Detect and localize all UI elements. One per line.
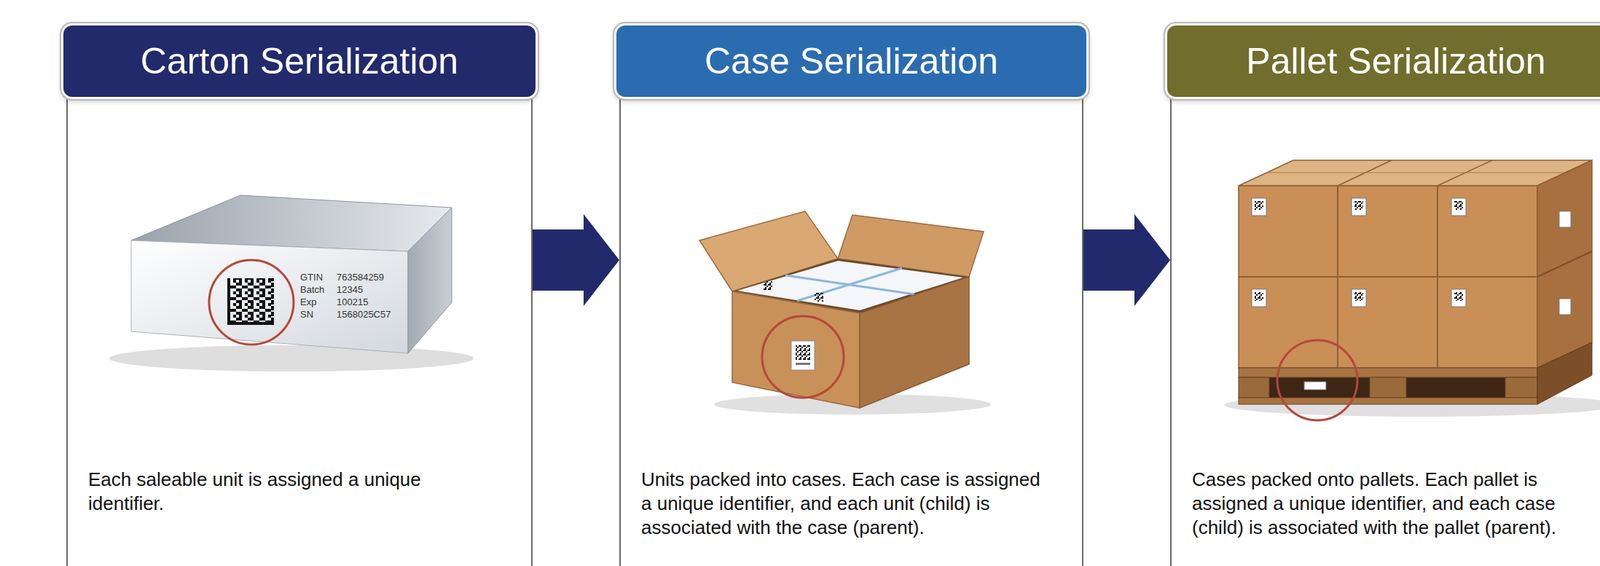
- serialization-panel: Pallet SerializationCases packed onto pa…: [1170, 25, 1600, 566]
- carton-code-text: Batch: [300, 283, 325, 296]
- panel-description: Units packed into cases. Each case is as…: [641, 467, 1046, 540]
- panel-title: Carton Serialization: [140, 40, 459, 83]
- description-text: Each saleable unit is assigned a unique …: [88, 467, 493, 516]
- flow-arrow: [532, 214, 620, 307]
- serialization-panel: Case SerializationUnits packed into case…: [619, 25, 1084, 566]
- header-band: Pallet Serialization: [1167, 25, 1600, 97]
- pallet-illustration: [1224, 160, 1600, 421]
- flow-arrow: [1083, 214, 1171, 307]
- serialization-panel: Carton SerializationEach saleable unit i…: [66, 25, 533, 566]
- carton-illustration: [109, 195, 474, 372]
- carton-code-text: 763584259: [336, 271, 384, 284]
- datamatrix-code: [227, 278, 274, 325]
- carton-code-text: SN: [300, 308, 314, 321]
- panel-title: Pallet Serialization: [1245, 40, 1546, 83]
- description-text: Cases packed onto pallets. Each pallet i…: [1191, 467, 1597, 540]
- header-band: Carton Serialization: [63, 25, 536, 97]
- panel-description: Cases packed onto pallets. Each pallet i…: [1191, 467, 1597, 540]
- case-illustration: [699, 211, 991, 415]
- carton-code-text: 12345: [336, 283, 363, 296]
- panel-title: Case Serialization: [704, 40, 999, 83]
- highlight-circle: [209, 260, 294, 345]
- carton-code-text: 100215: [336, 295, 368, 309]
- header-band: Case Serialization: [616, 25, 1087, 97]
- carton-code-text: GTIN: [300, 271, 323, 284]
- panel-description: Each saleable unit is assigned a unique …: [88, 467, 493, 516]
- carton-code-text: Exp: [300, 295, 317, 309]
- carton-code-text: 1568025C57: [336, 308, 391, 321]
- highlight-circle: [762, 316, 844, 398]
- description-text: Units packed into cases. Each case is as…: [641, 467, 1046, 540]
- highlight-circle: [1277, 340, 1358, 421]
